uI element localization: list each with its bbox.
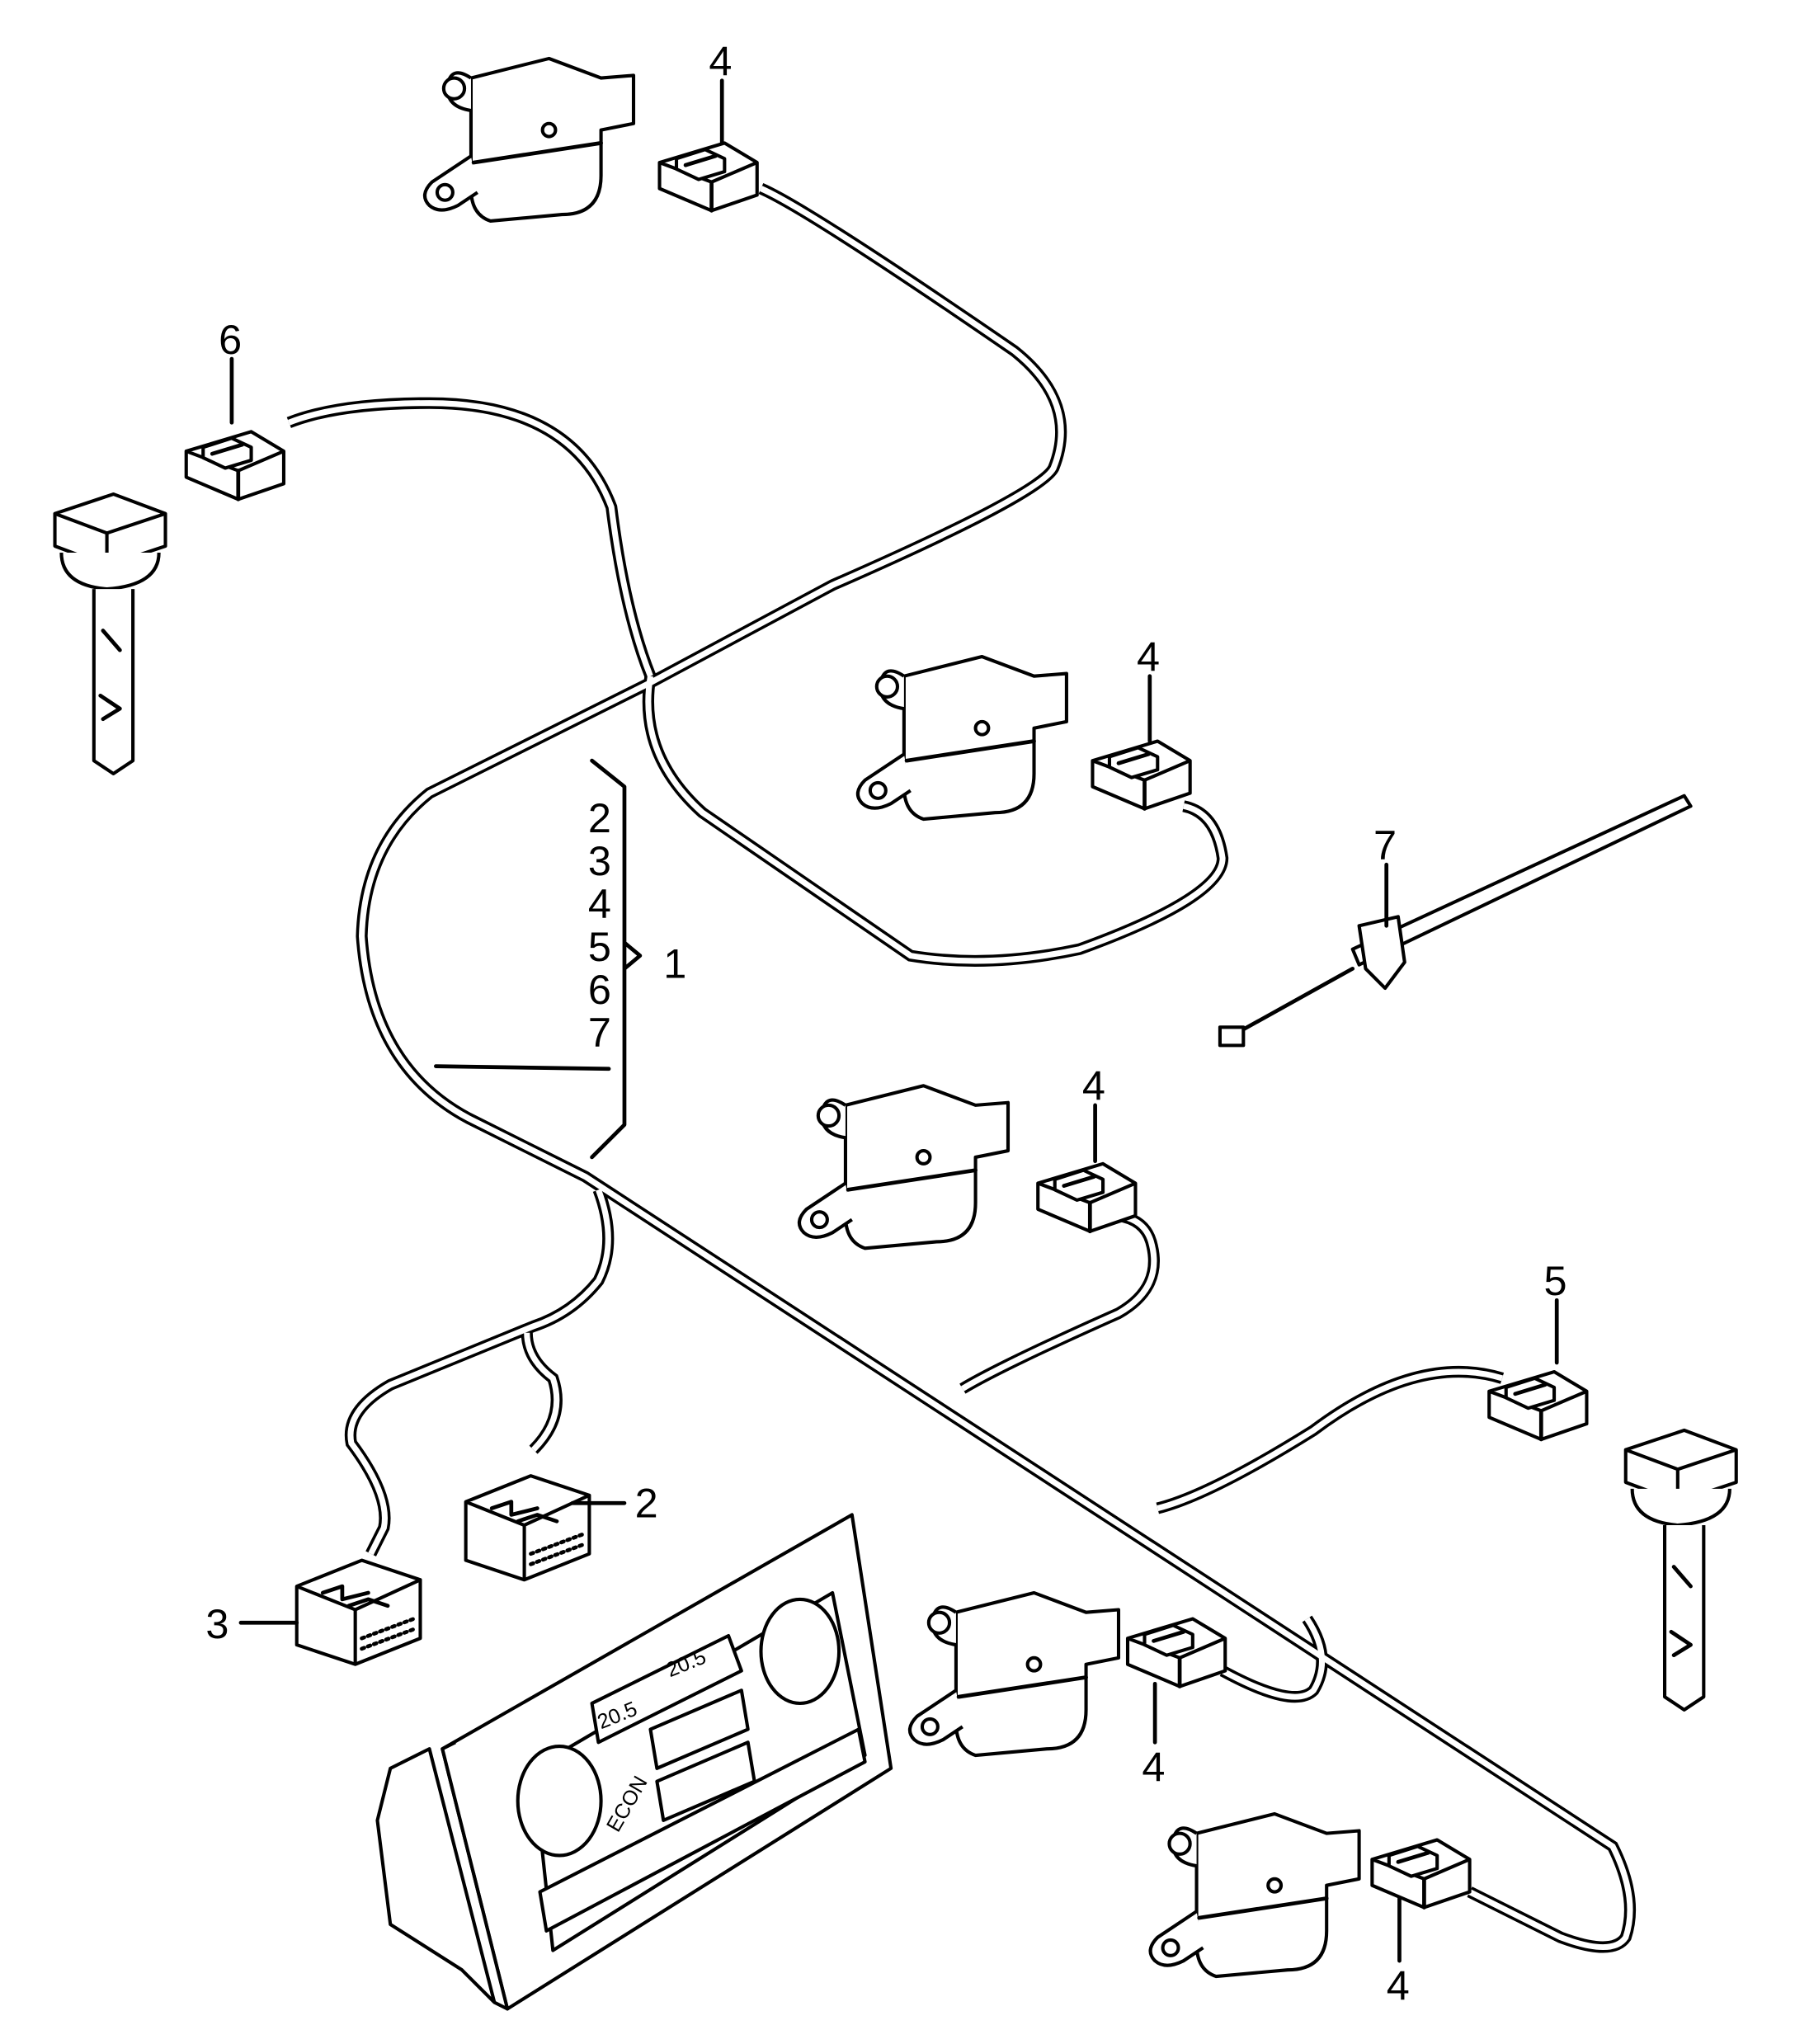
callout-leaders: [229, 78, 1559, 1963]
actuator-bottom: [1151, 1814, 1359, 1976]
group-item: 4: [588, 880, 611, 927]
group-item: 3: [588, 837, 611, 884]
callout-4-mid: 4: [1137, 633, 1160, 680]
wiring-harness: [286, 183, 1637, 1953]
actuator-connector-top: [660, 143, 757, 210]
leader-1: [434, 1064, 611, 1071]
callout-4-lower: 4: [1142, 1744, 1165, 1791]
connector-3: [297, 1561, 421, 1665]
actuator-top: [425, 59, 634, 221]
callout-2: 2: [635, 1480, 658, 1527]
right-knob[interactable]: [759, 1597, 841, 1706]
left-knob[interactable]: [516, 1744, 603, 1858]
callout-6: 6: [219, 316, 242, 363]
temperature-sensor-right: [1626, 1430, 1736, 1710]
group-item: 7: [588, 1009, 611, 1056]
sensor-connector-5: [1489, 1372, 1586, 1439]
group-item-list: 2 3 4 5 6 7: [588, 794, 611, 1056]
callout-3: 3: [205, 1600, 228, 1647]
actuator-lower-mid: [799, 1086, 1008, 1248]
callout-4-bottom: 4: [1387, 1962, 1410, 2009]
actuator-connector-bottom: [1372, 1840, 1469, 1908]
callout-1: 1: [663, 940, 686, 987]
callout-4-top: 4: [709, 37, 732, 84]
temperature-sensor-left: [55, 494, 166, 774]
callout-7: 7: [1373, 822, 1397, 869]
group-brace: [590, 758, 643, 1160]
actuator-mid: [858, 657, 1067, 819]
group-item: 5: [588, 923, 611, 970]
callout-5: 5: [1543, 1257, 1567, 1304]
group-item: 6: [588, 966, 611, 1013]
actuator-connector-lower-mid: [1038, 1164, 1135, 1232]
actuator-connector-mid: [1092, 742, 1190, 809]
actuator-lower: [910, 1593, 1119, 1755]
climate-control-panel: 20.5 20.5 ECON: [375, 1513, 893, 2011]
sensor-connector-6: [186, 431, 284, 499]
callout-4-lower-mid: 4: [1082, 1062, 1105, 1109]
cable-tie: [1218, 794, 1693, 1048]
connector-2: [466, 1476, 590, 1580]
group-item: 2: [588, 794, 611, 841]
actuator-connector-lower: [1128, 1619, 1225, 1687]
